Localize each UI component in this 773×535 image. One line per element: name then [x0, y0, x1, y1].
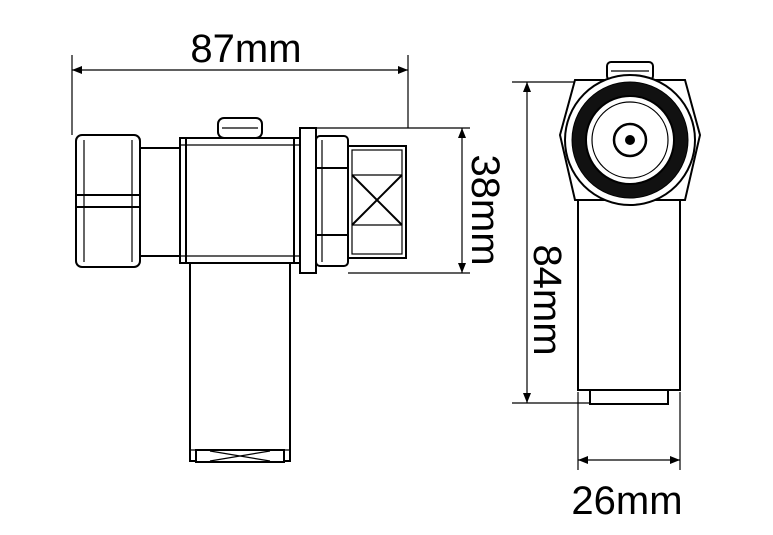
front-hex-head [558, 61, 702, 206]
bottom-cartridge [189, 262, 291, 463]
valve-body [179, 137, 301, 264]
dimension-label-width: 26mm [571, 479, 682, 523]
top-screw [217, 117, 263, 139]
front-view: 84mm 26mm [512, 61, 702, 523]
dimension-38mm: 38mm [316, 127, 507, 274]
dimension-label-length: 87mm [190, 27, 301, 71]
dimension-label-depth: 84mm [525, 244, 569, 355]
right-outlet [347, 145, 407, 259]
right-flange [299, 127, 349, 274]
left-hex-nut [75, 134, 141, 268]
pipe-stub [139, 147, 183, 257]
dimension-87mm: 87mm [71, 27, 409, 135]
side-view: 87mm [71, 27, 507, 463]
front-cylinder [577, 189, 681, 405]
dimension-label-height: 38mm [463, 154, 507, 265]
dimension-26mm: 26mm [571, 392, 683, 523]
dimension-84mm: 84mm [512, 81, 600, 404]
